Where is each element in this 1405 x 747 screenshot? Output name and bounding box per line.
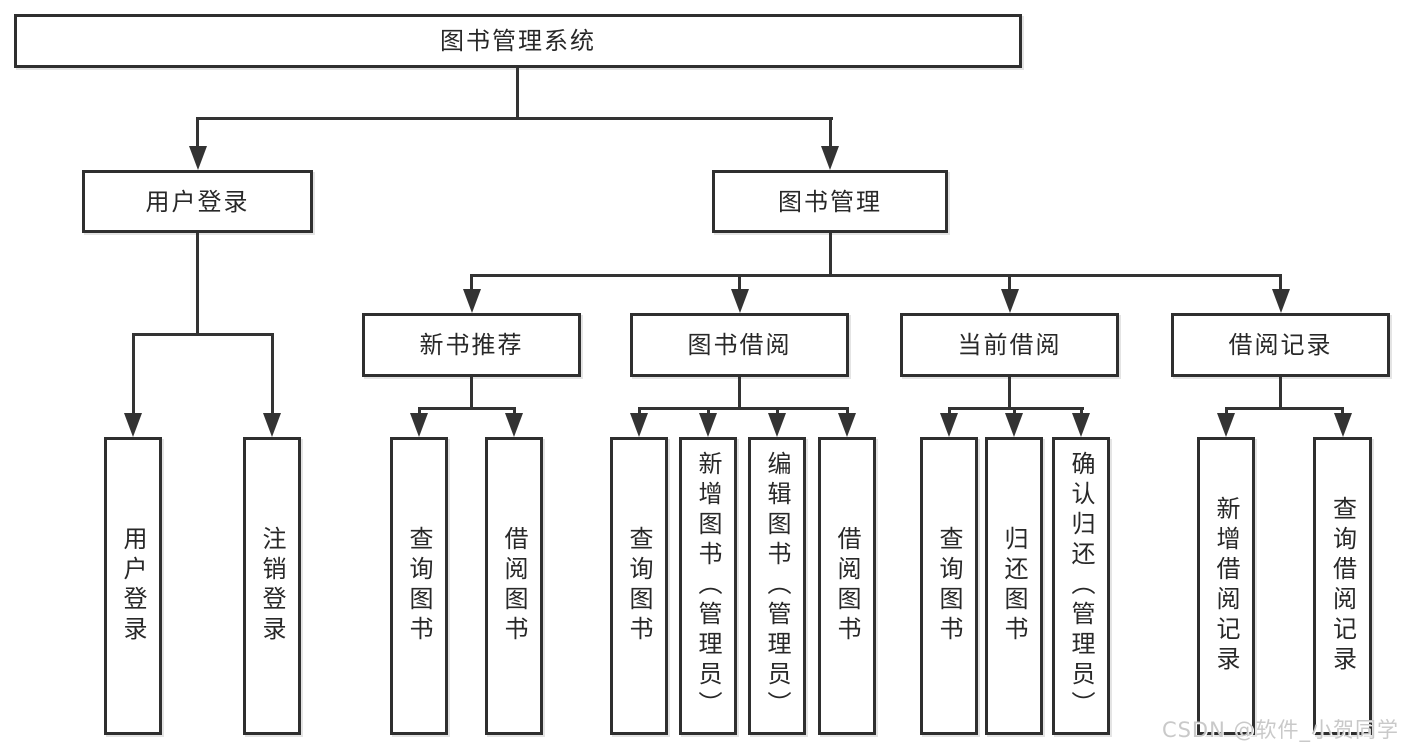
node-user-login-label: 用户登录 <box>145 187 250 216</box>
connector-line <box>1279 377 1282 410</box>
leaf-query-books-borrow: 查询图书 <box>610 437 668 735</box>
arrow-down-icon <box>730 289 749 313</box>
arrow-down-icon <box>124 413 142 437</box>
leaf-add-book-admin-label: 新增图书（管理员） <box>694 451 722 721</box>
connector-line <box>470 377 473 410</box>
node-user-login: 用户登录 <box>82 170 313 233</box>
leaf-confirm-return-admin-label: 确认归还（管理员） <box>1067 451 1095 721</box>
leaf-borrow-books: 借阅图书 <box>818 437 876 735</box>
leaf-add-book-admin: 新增图书（管理员） <box>679 437 737 735</box>
arrow-shaft <box>828 117 832 146</box>
node-book-management-label: 图书管理 <box>778 187 882 216</box>
node-current-borrowing: 当前借阅 <box>900 313 1119 377</box>
arrow-shaft <box>1279 274 1282 289</box>
leaf-logout: 注销登录 <box>243 437 301 735</box>
leaf-edit-book-admin-label: 编辑图书（管理员） <box>763 451 791 721</box>
leaf-query-books-borrow-label: 查询图书 <box>625 526 653 646</box>
leaf-return-book-label: 归还图书 <box>1000 526 1028 646</box>
connector-line <box>637 407 849 410</box>
arrow-shaft <box>270 333 274 413</box>
node-borrowing-records-label: 借阅记录 <box>1228 331 1333 359</box>
arrow-shaft <box>775 407 779 413</box>
connector-line <box>947 407 1084 410</box>
leaf-borrow-books-recommend: 借阅图书 <box>485 437 543 735</box>
leaf-edit-book-admin: 编辑图书（管理员） <box>748 437 806 735</box>
connector-line <box>417 407 516 410</box>
arrow-shaft <box>637 407 641 413</box>
node-borrowing-records: 借阅记录 <box>1171 313 1390 377</box>
arrow-down-icon <box>1072 413 1090 437</box>
arrow-shaft <box>1224 407 1228 413</box>
leaf-query-books-recommend-label: 查询图书 <box>405 526 433 646</box>
arrow-down-icon <box>462 289 481 313</box>
arrow-shaft <box>1008 274 1011 289</box>
connector-line <box>738 377 741 410</box>
leaf-add-borrow-record: 新增借阅记录 <box>1197 437 1255 735</box>
connector-line <box>470 274 1282 277</box>
connector-line <box>1008 377 1011 410</box>
connector-line <box>131 333 274 336</box>
connector-line <box>1224 407 1344 410</box>
arrow-down-icon <box>505 413 523 437</box>
leaf-confirm-return-admin: 确认归还（管理员） <box>1052 437 1110 735</box>
arrow-shaft <box>1079 407 1083 413</box>
arrow-down-icon <box>410 413 428 437</box>
arrow-shaft <box>1012 407 1016 413</box>
node-new-book-recommendation-label: 新书推荐 <box>419 331 524 359</box>
arrow-shaft <box>196 117 199 146</box>
leaf-user-login: 用户登录 <box>104 437 162 735</box>
arrow-down-icon <box>699 413 717 437</box>
node-root: 图书管理系统 <box>14 14 1022 68</box>
arrow-down-icon <box>940 413 958 437</box>
connector-line <box>196 117 833 120</box>
leaf-add-borrow-record-label: 新增借阅记录 <box>1212 496 1240 676</box>
arrow-shaft <box>131 333 135 413</box>
connector-line <box>196 233 199 336</box>
leaf-user-login-label: 用户登录 <box>119 526 147 646</box>
arrow-shaft <box>512 407 516 413</box>
arrow-down-icon <box>1000 289 1019 313</box>
connector-line <box>828 233 832 277</box>
arrow-shaft <box>470 274 473 289</box>
node-book-borrowing-label: 图书借阅 <box>687 331 792 359</box>
arrow-down-icon <box>821 146 839 170</box>
leaf-logout-label: 注销登录 <box>258 526 286 646</box>
arrow-shaft <box>417 407 421 413</box>
arrow-down-icon <box>1217 413 1235 437</box>
leaf-borrow-books-label: 借阅图书 <box>833 526 861 646</box>
leaf-query-books-current: 查询图书 <box>920 437 978 735</box>
arrow-down-icon <box>768 413 786 437</box>
arrow-shaft <box>947 407 951 413</box>
connector-line <box>516 68 519 120</box>
leaf-query-books-current-label: 查询图书 <box>935 526 963 646</box>
leaf-return-book: 归还图书 <box>985 437 1043 735</box>
arrow-shaft <box>738 274 741 289</box>
arrow-down-icon <box>630 413 648 437</box>
arrow-down-icon <box>838 413 856 437</box>
leaf-query-books-recommend: 查询图书 <box>390 437 448 735</box>
node-book-borrowing: 图书借阅 <box>630 313 849 377</box>
arrow-shaft <box>1341 407 1344 413</box>
leaf-borrow-books-recommend-label: 借阅图书 <box>500 526 528 646</box>
arrow-down-icon <box>263 413 281 437</box>
csdn-watermark: CSDN @软件_小贺同学 <box>1161 718 1399 742</box>
arrow-down-icon <box>1333 413 1352 437</box>
arrow-down-icon <box>188 146 207 170</box>
leaf-query-borrow-record: 查询借阅记录 <box>1313 437 1372 735</box>
arrow-shaft <box>845 407 849 413</box>
node-book-management: 图书管理 <box>712 170 948 233</box>
leaf-query-borrow-record-label: 查询借阅记录 <box>1328 496 1357 676</box>
arrow-shaft <box>706 407 710 413</box>
node-current-borrowing-label: 当前借阅 <box>957 331 1062 359</box>
arrow-down-icon <box>1271 289 1290 313</box>
node-root-label: 图书管理系统 <box>440 27 596 55</box>
node-new-book-recommendation: 新书推荐 <box>362 313 581 377</box>
arrow-down-icon <box>1005 413 1023 437</box>
